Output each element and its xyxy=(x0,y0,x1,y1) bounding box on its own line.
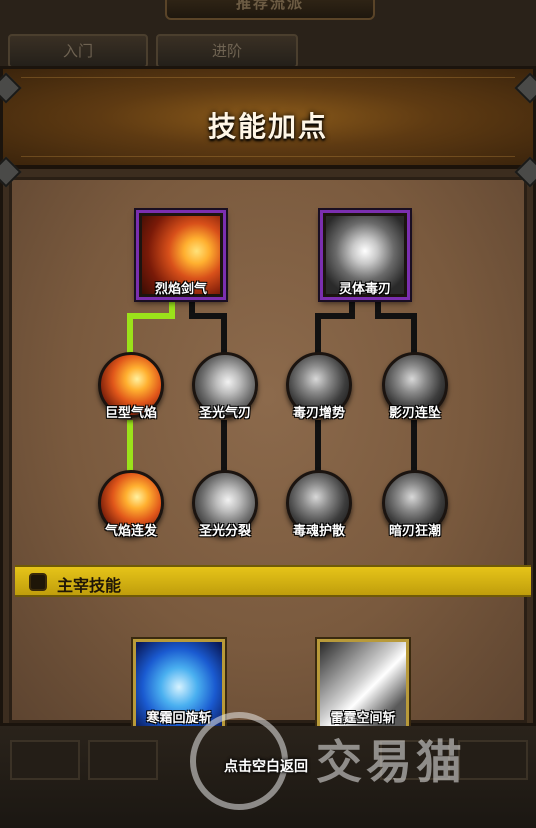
skill-tree-connectors xyxy=(127,300,417,474)
watermark: 交易猫 xyxy=(190,712,520,810)
skill-label: 灵体毒刃 xyxy=(338,282,391,297)
path-root2-to-poison-blade xyxy=(315,300,355,356)
skill-dialog: 技能加点 烈焰剑气 灵体毒刃 巨型气焰 xyxy=(0,66,536,735)
fist-icon xyxy=(29,573,47,591)
skill-root-spirit-dagger[interactable] xyxy=(320,210,410,300)
skill-holy-split[interactable] xyxy=(192,470,258,536)
mastery-title: 主宰技能 xyxy=(57,576,122,595)
skill-label: 雷霆空间斩 xyxy=(330,711,396,726)
path-root1-to-holy-blade xyxy=(189,300,227,356)
skill-shadow-blades[interactable] xyxy=(382,352,448,418)
skill-root-flame-sword[interactable] xyxy=(136,210,226,300)
flame-sword-icon xyxy=(142,216,220,294)
skill-label: 圣光气刃 xyxy=(198,406,251,421)
skill-label: 圣光分裂 xyxy=(198,524,251,539)
skill-label: 巨型气焰 xyxy=(104,406,157,421)
skill-holy-blade[interactable] xyxy=(192,352,258,418)
mastery-section-bar: 主宰技能 xyxy=(15,565,531,597)
skill-tree-panel: 烈焰剑气 灵体毒刃 巨型气焰 圣光气刃 毒刃增势 影刃连坠 气焰连发 圣 xyxy=(9,177,527,723)
mastery-skill-thunder-slash[interactable] xyxy=(317,639,409,735)
bottom-slot xyxy=(458,740,528,780)
skill-poison-blade[interactable] xyxy=(286,352,352,418)
tab-beginner[interactable]: 入门 xyxy=(8,34,148,68)
skill-label: 气焰连发 xyxy=(104,524,157,539)
recommended-build-banner: 推荐流派 xyxy=(165,0,375,20)
spirit-dagger-icon xyxy=(326,216,404,294)
skill-dark-blade-tide[interactable] xyxy=(382,470,448,536)
skill-label: 烈焰剑气 xyxy=(154,282,207,297)
dialog-title-bar: 技能加点 xyxy=(3,69,533,169)
path-root1-to-giant-flame xyxy=(127,300,175,356)
skill-label: 影刃连坠 xyxy=(388,406,441,421)
bottom-slot xyxy=(10,740,80,780)
skill-label: 毒刃增势 xyxy=(292,406,345,421)
skill-label: 寒霜回旋斩 xyxy=(146,711,212,726)
watermark-text: 交易猫 xyxy=(316,735,466,789)
cat-logo-icon xyxy=(190,712,288,810)
tap-to-return-hint[interactable]: 点击空白返回 xyxy=(224,759,308,775)
path-root2-to-shadow-blades xyxy=(375,300,417,356)
bottom-slot xyxy=(380,740,450,780)
skill-label: 毒魂护散 xyxy=(292,524,345,539)
dialog-title: 技能加点 xyxy=(207,110,328,143)
skill-poison-soul[interactable] xyxy=(286,470,352,536)
bottom-slot xyxy=(88,740,158,780)
skill-label: 暗刃狂潮 xyxy=(388,524,441,539)
tab-advanced[interactable]: 进阶 xyxy=(156,34,298,68)
skill-giant-flame[interactable] xyxy=(98,352,164,418)
skill-flame-burst[interactable] xyxy=(98,470,164,536)
